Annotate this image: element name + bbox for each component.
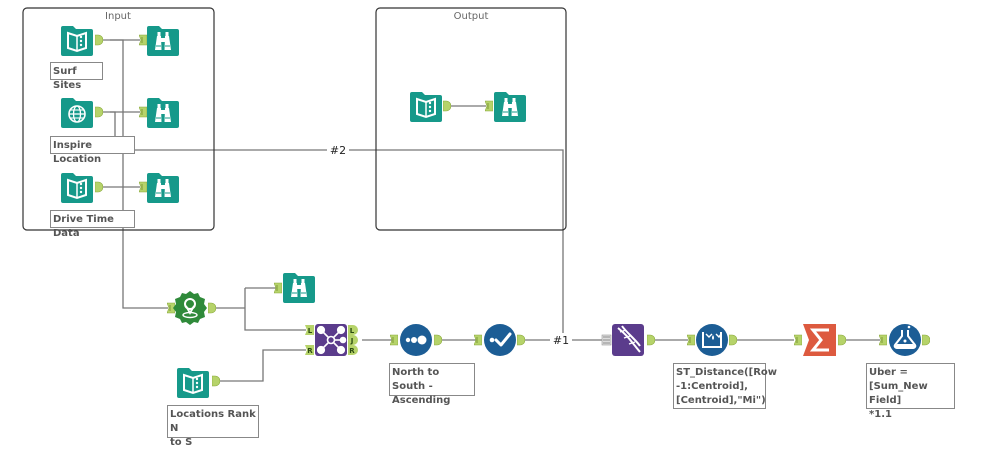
output-anchor[interactable] <box>517 334 525 346</box>
binoculars-icon <box>494 92 526 122</box>
container-output[interactable]: Output <box>375 7 567 231</box>
annotation-sort-order[interactable]: North to South - Ascending <box>389 363 475 406</box>
annotation-locations-rank[interactable]: Locations Rank N to S <box>167 405 259 448</box>
tool-select[interactable] <box>474 324 525 356</box>
output-anchor[interactable] <box>434 334 442 346</box>
input-anchor[interactable] <box>687 334 695 346</box>
tool-summarize[interactable] <box>794 324 846 356</box>
book-icon <box>177 368 209 398</box>
svg-text:J: J <box>350 337 354 345</box>
globe-icon <box>61 98 93 128</box>
join-output-right-anchor[interactable]: R <box>348 345 358 355</box>
tool-sort[interactable] <box>390 324 442 356</box>
multi-input-anchor[interactable] <box>601 334 612 346</box>
tool-input-surf-sites[interactable] <box>61 26 103 56</box>
wire-label-1: #1 <box>553 334 569 347</box>
output-anchor[interactable] <box>838 334 846 346</box>
output-anchor[interactable] <box>95 34 103 46</box>
tool-input-inspire-location[interactable] <box>61 98 103 128</box>
tool-formula-distance[interactable] <box>687 324 737 356</box>
formula-icon <box>696 324 728 356</box>
output-anchor[interactable] <box>208 302 216 314</box>
annotation-uber-formula[interactable]: Uber = [Sum_New Field] *1.1 <box>866 363 955 420</box>
annotation-distance-formula[interactable]: ST_Distance([Row -1:Centroid], [Centroid… <box>673 363 777 409</box>
annotation-inspire-location[interactable]: Inspire Location <box>50 136 135 165</box>
input-anchor[interactable] <box>139 34 147 46</box>
container-output-title: Output <box>454 11 489 22</box>
annotation-surf-sites[interactable]: Surf Sites <box>50 62 103 91</box>
output-anchor[interactable] <box>95 106 103 118</box>
tool-join[interactable]: L R L J R <box>305 324 358 356</box>
wire-branch-to-browse[interactable] <box>244 287 276 308</box>
input-anchor[interactable] <box>794 334 802 346</box>
tool-create-points[interactable] <box>167 291 216 325</box>
output-anchor[interactable] <box>212 375 220 387</box>
wire-branch-to-join-left[interactable] <box>244 308 306 331</box>
select-check-icon <box>484 324 516 356</box>
tool-browse-3[interactable] <box>139 173 179 203</box>
tool-browse-1[interactable] <box>139 26 179 56</box>
container-input[interactable]: Input <box>22 7 215 231</box>
book-icon <box>410 92 442 122</box>
tool-input-output-data[interactable] <box>410 92 451 122</box>
output-anchor[interactable] <box>443 100 451 112</box>
output-anchor[interactable] <box>95 181 103 193</box>
join-input-right-anchor[interactable]: R <box>305 345 314 355</box>
join-output-left-anchor[interactable]: L <box>348 325 358 335</box>
tool-multi-row-formula[interactable] <box>601 324 655 356</box>
output-anchor[interactable] <box>647 334 655 346</box>
tool-input-drive-time[interactable] <box>61 173 103 203</box>
book-icon <box>61 26 93 56</box>
binoculars-icon <box>283 273 315 303</box>
input-anchor[interactable] <box>139 181 147 193</box>
output-anchor[interactable] <box>922 334 930 346</box>
input-anchor[interactable] <box>879 334 887 346</box>
join-input-left-anchor[interactable]: L <box>305 325 314 335</box>
svg-text:L: L <box>308 327 313 335</box>
input-anchor[interactable] <box>485 100 493 112</box>
annotation-drive-time-data[interactable]: Drive Time Data <box>50 210 135 239</box>
binoculars-icon <box>147 173 179 203</box>
container-input-title: Input <box>105 11 131 22</box>
wire-surf-sites-to-spatial[interactable] <box>110 39 168 309</box>
wire-label-2: #2 <box>330 144 346 157</box>
svg-text:L: L <box>350 327 355 335</box>
book-icon <box>61 173 93 203</box>
tool-formula-uber[interactable] <box>879 324 930 356</box>
tool-browse-spatial[interactable] <box>274 273 315 303</box>
join-output-join-anchor[interactable]: J <box>348 335 358 345</box>
svg-text:R: R <box>349 347 355 355</box>
output-anchor[interactable] <box>729 334 737 346</box>
tool-browse-output[interactable] <box>485 92 526 122</box>
wire-locations-to-join-right[interactable] <box>220 349 306 382</box>
svg-text:R: R <box>307 347 313 355</box>
tool-input-locations-rank[interactable] <box>177 368 220 398</box>
tool-browse-2[interactable] <box>139 98 179 128</box>
binoculars-icon <box>147 98 179 128</box>
binoculars-icon <box>147 26 179 56</box>
input-anchor[interactable] <box>139 106 147 118</box>
